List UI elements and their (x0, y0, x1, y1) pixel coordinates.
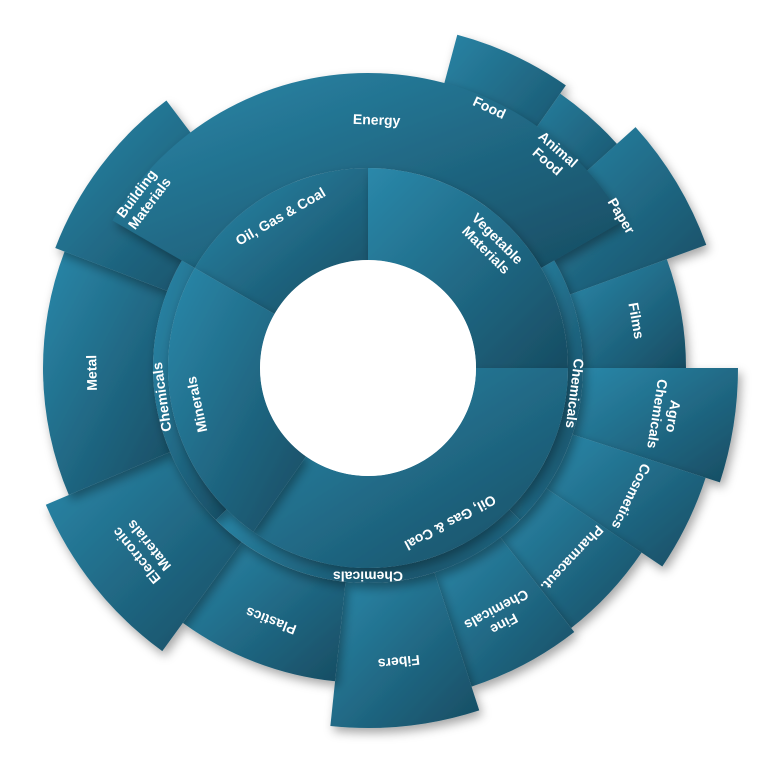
label-line: Fibers (377, 652, 421, 672)
segment-cosmetics (546, 434, 706, 567)
segment-fibers (330, 572, 480, 729)
segment-electronic-materials (45, 452, 242, 652)
label-line: Films (626, 301, 648, 340)
segment-oil-gas-coal-bottom (253, 368, 568, 569)
segment-pharmaceut (500, 488, 642, 629)
label-line: Metal (83, 355, 100, 391)
segment-agro-chemicals (572, 368, 738, 483)
label-fibers: Fibers (377, 652, 421, 672)
segment-chemicals-right (509, 260, 584, 521)
segment-chemicals-left (152, 260, 227, 521)
label-line: Agro (663, 399, 684, 434)
segment-films (570, 259, 686, 368)
segment-energy (112, 72, 624, 269)
segment-minerals (167, 268, 307, 532)
label-line: Energy (353, 111, 401, 129)
label-line: Chemicals (333, 569, 403, 585)
segment-vegetable-materials (368, 168, 568, 368)
label-energy: Energy (353, 111, 401, 129)
segment-fine-chemicals (434, 537, 575, 687)
label-chemicals-bottom: Chemicals (333, 569, 403, 585)
label-metal: Metal (83, 355, 100, 391)
segment-oil-gas-coal-top (194, 168, 368, 314)
label-films: Films (626, 301, 648, 340)
segment-plastics (182, 541, 346, 682)
segment-metal (43, 251, 171, 495)
center-hole (260, 260, 476, 476)
segments-layer (43, 34, 738, 729)
segment-chemicals-bottom (215, 509, 521, 584)
